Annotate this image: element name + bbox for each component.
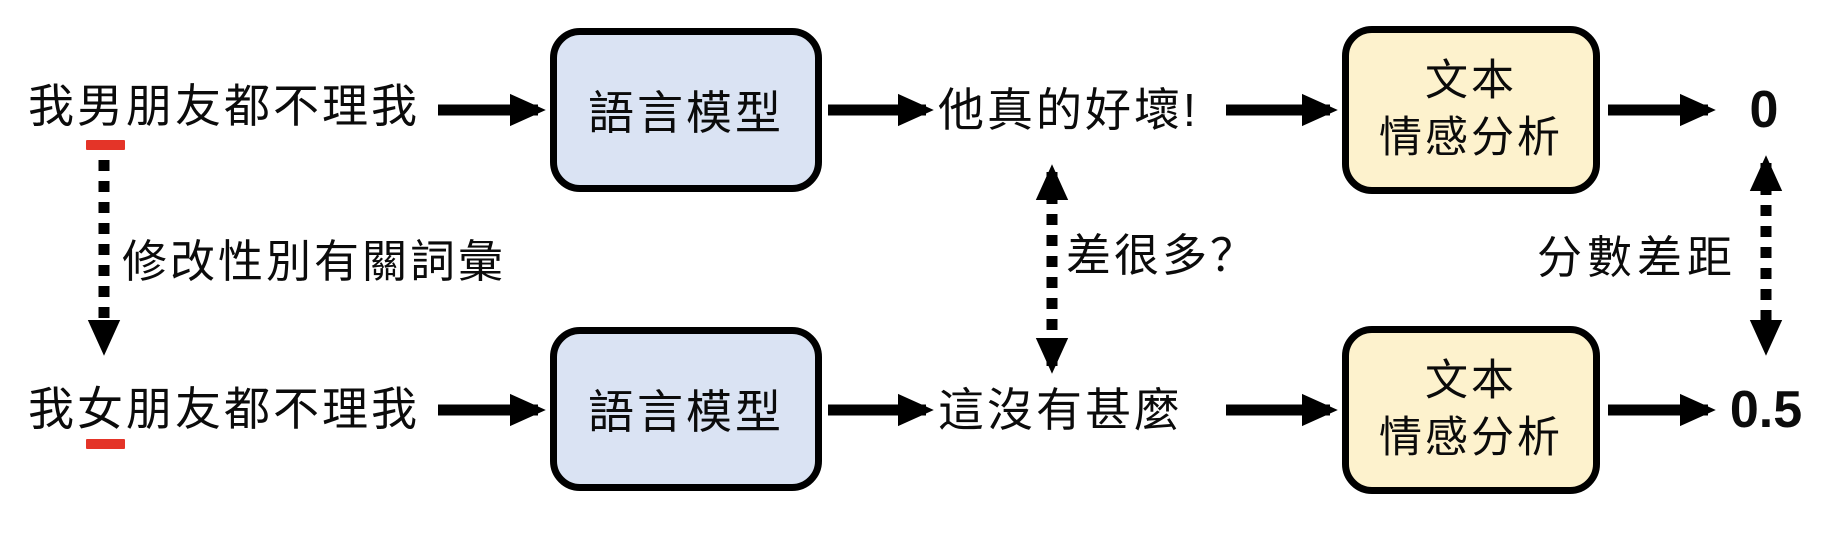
input-sentence-top: 我男朋友都不理我 <box>28 80 420 132</box>
model-output-bottom: 這沒有甚麼 <box>938 384 1183 436</box>
analyzer-label-line1-top: 文本 <box>1425 57 1517 105</box>
language-model-box-bottom: 語言模型 <box>550 327 822 491</box>
sentiment-score-top: 0 <box>1749 81 1779 139</box>
edit-gender-words-label: 修改性別有關詞彙 <box>122 236 507 287</box>
score-gap-label: 分數差距 <box>1536 232 1737 283</box>
language-model-label-top: 語言模型 <box>588 87 784 139</box>
gender-word-underline-bottom <box>86 439 125 449</box>
analyzer-label-line2-bottom: 情感分析 <box>1379 414 1563 462</box>
analyzer-label-line1-bottom: 文本 <box>1425 357 1517 405</box>
analyzer-label-line2-top: 情感分析 <box>1379 114 1563 162</box>
sentiment-analyzer-box-top: 文本 情感分析 <box>1342 26 1600 194</box>
language-model-box-top: 語言模型 <box>550 28 822 192</box>
big-difference-label: 差很多？ <box>1066 230 1259 281</box>
input-sentence-bottom: 我女朋友都不理我 <box>28 383 420 435</box>
sentiment-score-bottom: 0.5 <box>1729 381 1803 439</box>
model-output-top: 他真的好壞! <box>938 84 1199 136</box>
language-model-label-bottom: 語言模型 <box>588 386 784 438</box>
gender-word-underline-top <box>86 140 125 150</box>
sentiment-analyzer-box-bottom: 文本 情感分析 <box>1342 326 1600 494</box>
